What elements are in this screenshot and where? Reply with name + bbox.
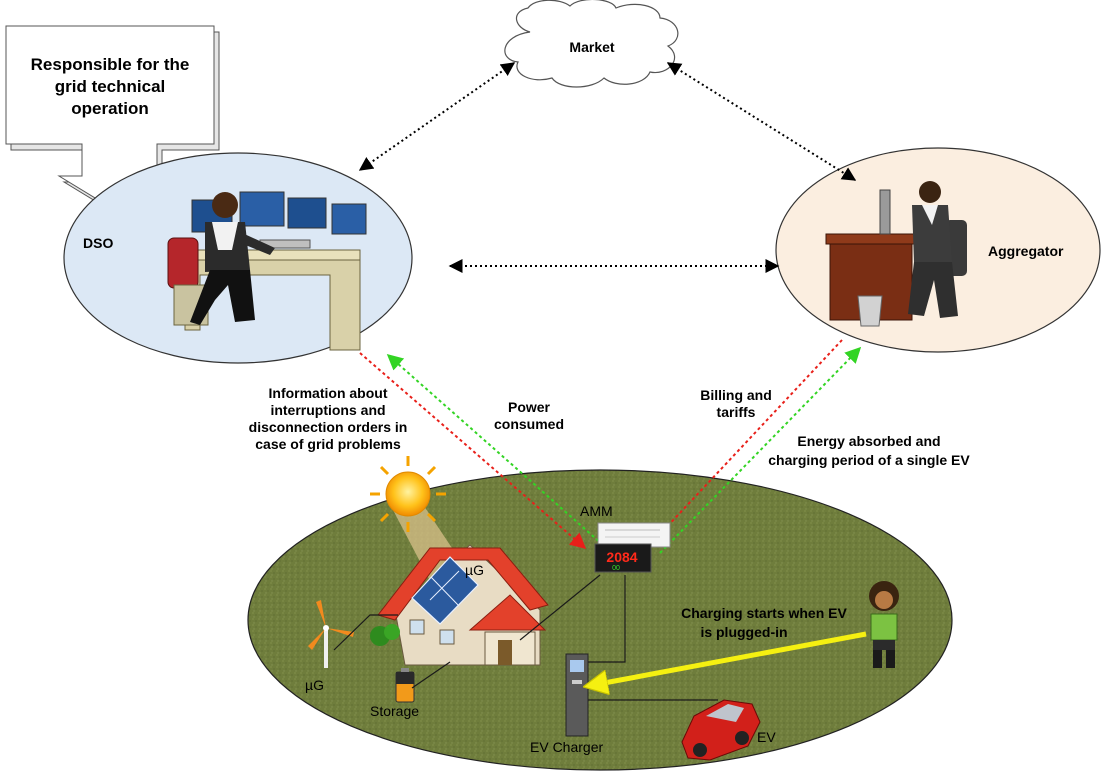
amm-sub-reading: 00 [612, 565, 620, 572]
billing-label: Billing and tariffs [700, 387, 772, 420]
svg-text:Energy absorbed and: Energy absorbed and [797, 433, 940, 449]
plug-in-yellow-arrow [588, 631, 867, 686]
charging-starts-label: Charging starts when EV is plugged-in [681, 605, 847, 640]
ev-charger-icon [565, 653, 589, 737]
svg-text:interruptions and: interruptions and [270, 402, 385, 418]
dso-info-label: Information about interruptions and disc… [249, 385, 408, 452]
connection-wires [333, 574, 718, 701]
dso-node: DSO [63, 152, 413, 364]
svg-text:consumed: consumed [494, 416, 564, 432]
svg-text:Information about: Information about [269, 385, 388, 401]
callout-line-2: grid technical [55, 77, 166, 96]
wind-turbine-icon [308, 600, 354, 668]
ug-house-label: µG [465, 562, 484, 578]
house-icon [370, 544, 549, 666]
aggregator-label: Aggregator [988, 243, 1064, 259]
svg-text:tariffs: tariffs [717, 404, 756, 420]
market-dso-link [358, 62, 516, 171]
svg-text:Power: Power [508, 399, 551, 415]
aggregator-to-amm-billing-arrow [646, 339, 843, 549]
energy-absorbed-label: Energy absorbed and charging period of a… [768, 433, 970, 468]
market-aggregator-link [666, 62, 857, 181]
ev-charger-label: EV Charger [530, 739, 603, 755]
ev-owner-person-icon [869, 581, 899, 668]
power-consumed-label: Power consumed [494, 399, 564, 432]
storage-battery-icon [395, 668, 415, 703]
amm-reading: 2084 [606, 549, 637, 565]
dso-label: DSO [83, 235, 113, 251]
storage-label: Storage [370, 703, 419, 719]
ug-wind-label: µG [305, 677, 324, 693]
svg-text:Charging starts when EV: Charging starts when EV [681, 605, 847, 621]
svg-text:Billing and: Billing and [700, 387, 772, 403]
ev-label: EV [757, 729, 776, 745]
amm-label: AMM [580, 503, 613, 519]
dso-operator-illustration [167, 191, 367, 351]
callout-line-1: Responsible for the [31, 55, 190, 74]
dso-responsibility-callout: Responsible for the grid technical opera… [5, 25, 220, 214]
dso-to-amm-info-arrow [359, 352, 587, 550]
svg-text:charging period of a single EV: charging period of a single EV [768, 452, 970, 468]
market-label: Market [569, 39, 614, 55]
callout-line-3: operation [71, 99, 148, 118]
svg-text:is plugged-in: is plugged-in [700, 624, 787, 640]
aggregator-node: Aggregator [775, 147, 1101, 353]
aggregator-person-illustration [825, 181, 967, 327]
svg-text:disconnection orders in: disconnection orders in [249, 419, 408, 435]
svg-text:case of grid problems: case of grid problems [255, 436, 401, 452]
market-cloud: Market [504, 0, 679, 88]
ev-car-icon [681, 699, 761, 761]
amm-meter-icon: 2084 00 [594, 522, 671, 573]
